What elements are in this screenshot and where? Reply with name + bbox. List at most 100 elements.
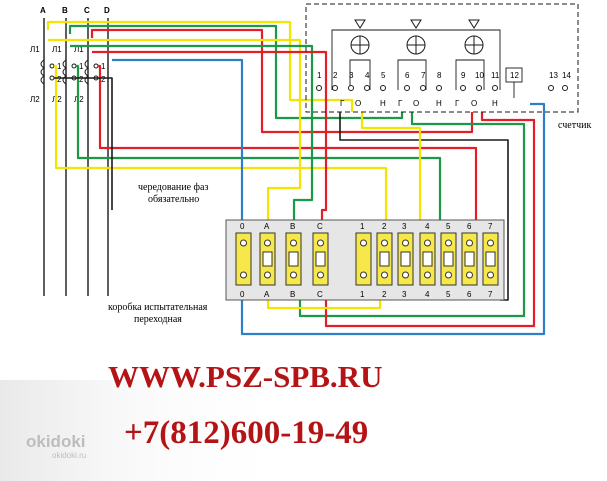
- meter-sub-n-2: Н: [436, 99, 442, 108]
- box-terminal-link: [400, 251, 411, 267]
- ct-label-l2-a: Л2: [30, 95, 40, 104]
- wire-green-ct: [76, 64, 442, 232]
- wire-red-ct: [98, 64, 478, 232]
- current-transformers: [40, 59, 99, 85]
- test-box-top-labels: 0 A B C 1 2 3 4 5 6 7: [240, 222, 493, 231]
- wire-black-meter: [339, 112, 509, 301]
- box-terminal-block: [235, 232, 252, 286]
- box-bottom-label-b: B: [290, 290, 295, 299]
- phase-order-note-line1: чередование фаз: [138, 182, 208, 193]
- box-bottom-label-a: A: [264, 290, 270, 299]
- box-terminal-screw: [360, 239, 367, 247]
- phone-number[interactable]: +7(812)600-19-49: [124, 415, 368, 451]
- box-terminal-screw: [264, 271, 271, 279]
- box-terminal-link: [443, 251, 454, 267]
- ct-terminal-labels: Л1 Л1 Л1 1 1 1 2 2 2 Л2 Л2 Л2: [30, 45, 106, 104]
- ct-label-2-a: 2: [57, 75, 62, 84]
- meter-sub-o-1: О: [355, 99, 361, 108]
- meter-sub-g-3: Г: [455, 99, 460, 108]
- test-box-note-line2: переходная: [134, 314, 182, 325]
- box-top-label-b: B: [290, 222, 295, 231]
- wire-green-meter: [298, 112, 526, 318]
- box-terminal-screw: [424, 239, 431, 247]
- meter-sub-labels: Г О Н Г О Н Г О Н: [340, 99, 498, 108]
- box-bottom-label-4: 4: [425, 290, 430, 299]
- phase-label-c: C: [84, 6, 90, 15]
- box-terminal-link: [485, 251, 496, 267]
- watermark-domain: okidoki.ru: [52, 451, 86, 460]
- ct-label-1-a: 1: [57, 62, 62, 71]
- website-url[interactable]: WWW.PSZ-SPB.RU: [108, 359, 382, 394]
- meter-terminal-10: 10: [475, 71, 484, 80]
- wire-green-top: [68, 24, 404, 120]
- wire-green-box-left: [70, 44, 314, 232]
- wire-red-box-left: [92, 50, 328, 232]
- box-bottom-label-0: 0: [240, 290, 245, 299]
- meter-terminal-8: 8: [437, 71, 442, 80]
- test-box: 0 A B C 1 2 3 4 5 6 7 0 A B C 1 2 3 4 5 …: [225, 219, 505, 301]
- meter-terminal-9: 9: [461, 71, 466, 80]
- box-terminal-screw: [290, 239, 297, 247]
- wire-yellow-ct: [54, 64, 388, 232]
- box-terminal-screw: [290, 271, 297, 279]
- ct-label-2-c: 2: [101, 75, 106, 84]
- meter-terminal-numbers: 1 2 3 4 5 6 7 8 9 10 11 12 13 14: [317, 71, 571, 80]
- phase-labels: A B C D: [40, 6, 110, 15]
- box-terminal-link: [422, 251, 433, 267]
- meter-terminal-3: 3: [349, 71, 354, 80]
- meter-terminal-14: 14: [562, 71, 571, 80]
- box-bottom-label-5: 5: [446, 290, 451, 299]
- box-terminal-screw: [424, 271, 431, 279]
- meter-terminal-12: 12: [510, 71, 519, 80]
- meter-sub-g-1: Г: [340, 99, 345, 108]
- box-bottom-label-7: 7: [488, 290, 493, 299]
- wire-red-meter: [324, 112, 536, 328]
- box-top-label-0: 0: [240, 222, 245, 231]
- box-terminal-screw: [466, 239, 473, 247]
- box-terminal-screw: [487, 239, 494, 247]
- box-top-label-3: 3: [402, 222, 407, 231]
- box-terminal-block: [355, 232, 372, 286]
- meter-sub-g-2: Г: [398, 99, 403, 108]
- box-top-label-7: 7: [488, 222, 493, 231]
- box-bottom-label-c: C: [317, 290, 323, 299]
- box-terminal-screw: [445, 271, 452, 279]
- box-bottom-label-6: 6: [467, 290, 472, 299]
- wires: [46, 20, 546, 336]
- ct-label-2-b: 2: [79, 75, 84, 84]
- box-terminal-link: [464, 251, 475, 267]
- background-fade: [0, 380, 300, 481]
- phase-order-note-line2: обязательно: [148, 194, 199, 205]
- box-terminal-screw: [264, 239, 271, 247]
- meter-internal-lines: [331, 29, 523, 98]
- box-terminal-screw: [402, 271, 409, 279]
- box-terminal-screw: [402, 239, 409, 247]
- ct-label-1-b: 1: [79, 62, 84, 71]
- wire-black-ct: [54, 77, 113, 210]
- watermark-logo: okidoki: [26, 432, 86, 451]
- test-box-bottom-labels: 0 A B C 1 2 3 4 5 6 7: [240, 290, 493, 299]
- box-terminal-link: [262, 251, 273, 267]
- box-terminal-screw: [381, 239, 388, 247]
- meter-label: счетчик: [558, 120, 591, 131]
- phase-label-a: A: [40, 6, 46, 15]
- meter-terminal-6: 6: [405, 71, 410, 80]
- box-top-label-2: 2: [382, 222, 387, 231]
- box-top-label-1: 1: [360, 222, 365, 231]
- box-terminal-link: [288, 251, 299, 267]
- box-terminal-screw: [445, 239, 452, 247]
- meter-terminal-7: 7: [421, 71, 426, 80]
- meter-terminal-5: 5: [381, 71, 386, 80]
- meter-terminal-1: 1: [317, 71, 322, 80]
- box-terminal-link: [379, 251, 390, 267]
- meter-terminal-13: 13: [549, 71, 558, 80]
- box-terminal-screw: [466, 271, 473, 279]
- ct-label-l1-c: Л1: [74, 45, 84, 54]
- ct-label-l1-b: Л1: [52, 45, 62, 54]
- box-top-label-c: C: [317, 222, 323, 231]
- wire-blue-box-up: [112, 58, 244, 232]
- box-top-label-5: 5: [446, 222, 451, 231]
- box-terminal-screw: [317, 239, 324, 247]
- meter-terminal-posts: [316, 85, 568, 91]
